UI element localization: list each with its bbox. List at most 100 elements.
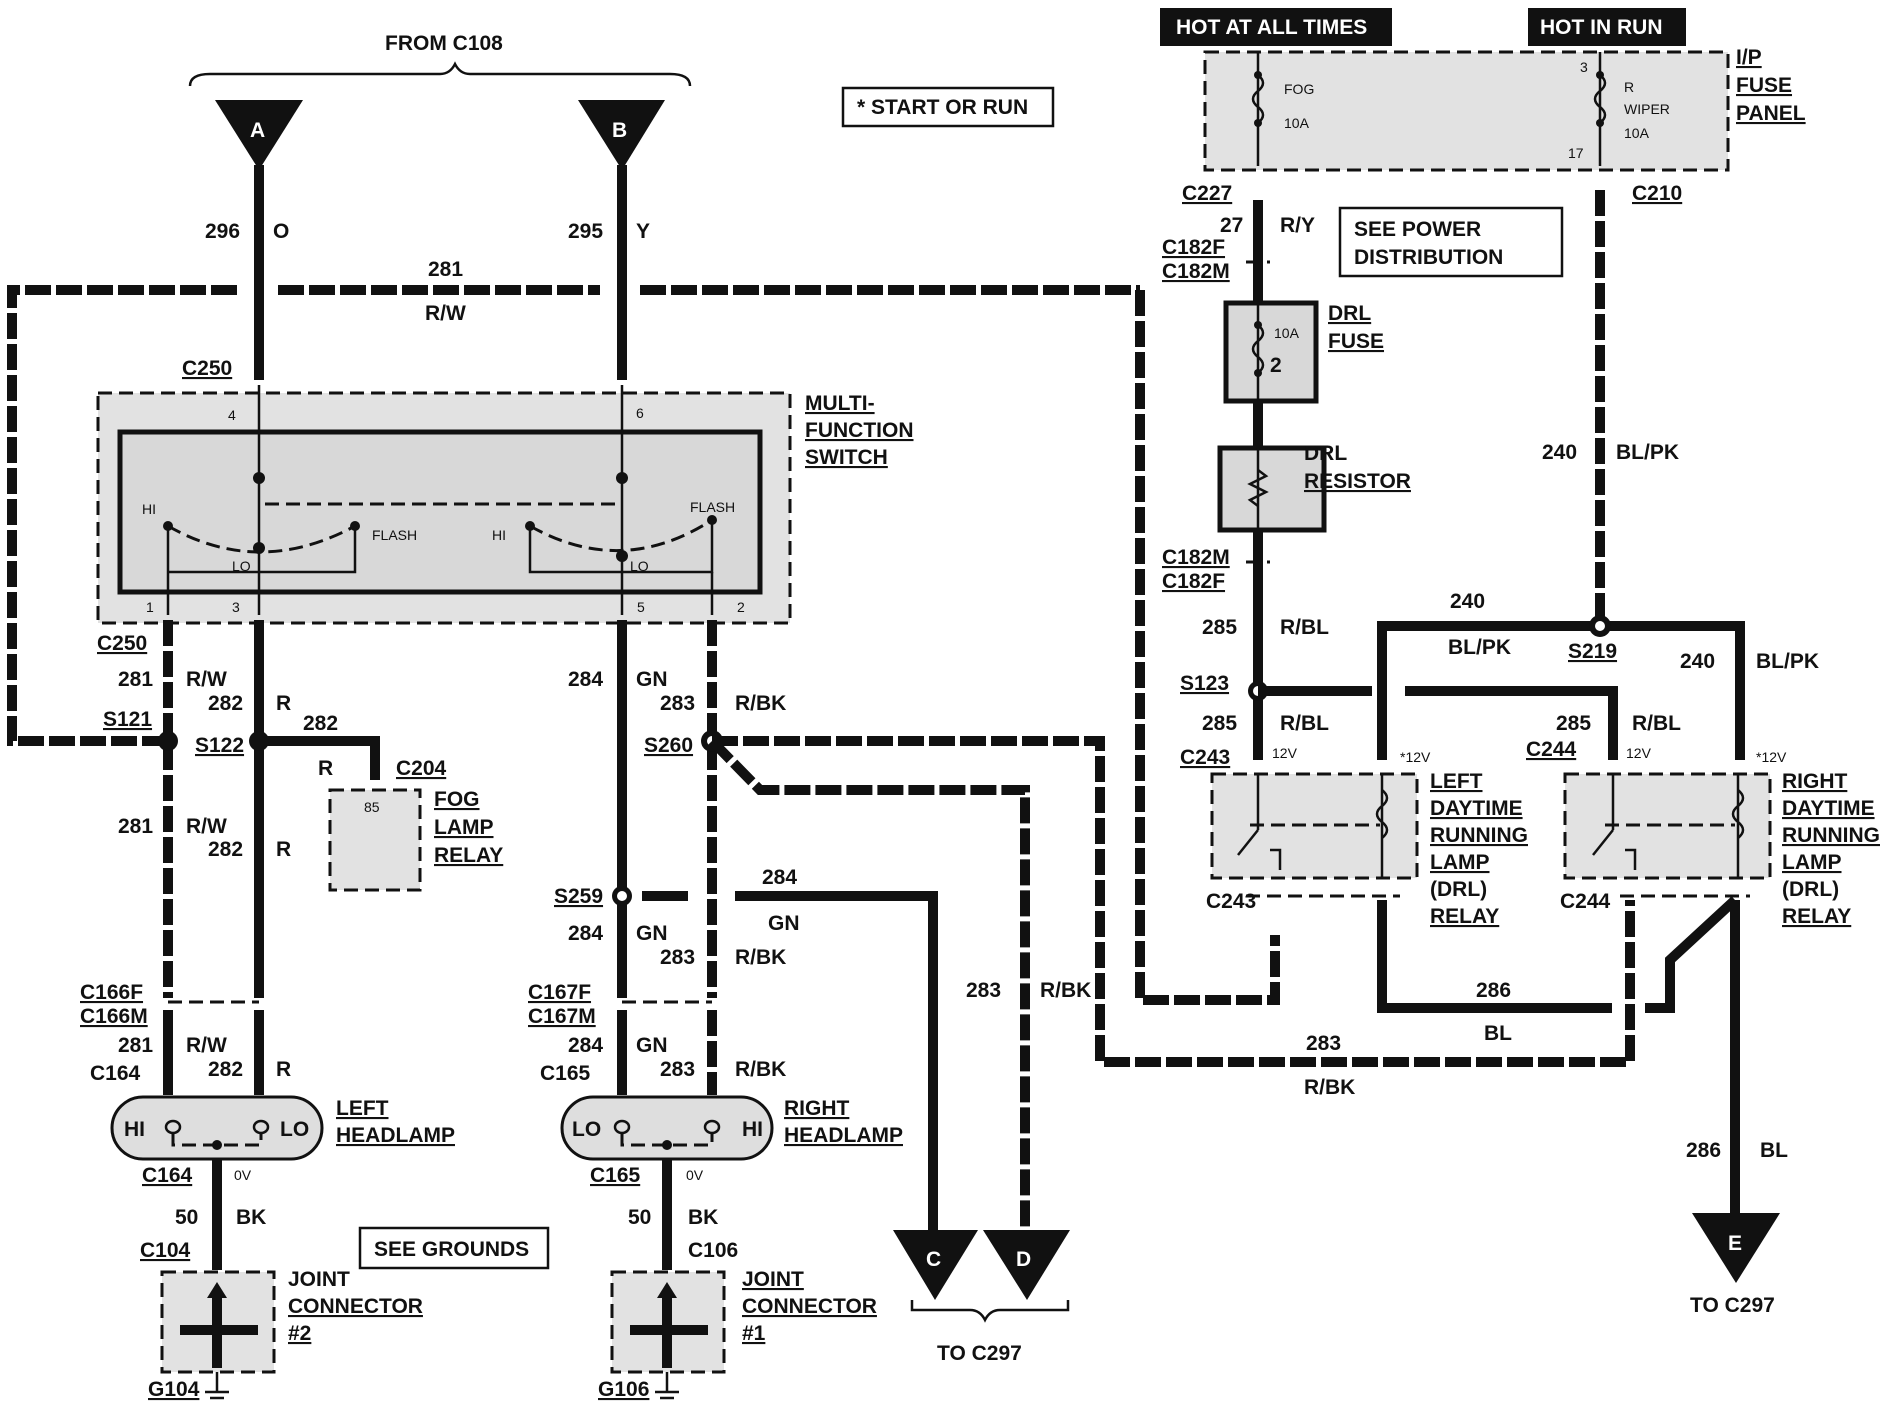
switch-label-3: SWITCH <box>805 446 888 469</box>
svg-text:CONNECTOR: CONNECTOR <box>288 1295 423 1318</box>
svg-text:D: D <box>1016 1248 1031 1271</box>
svg-text:SEE POWER: SEE POWER <box>1354 218 1481 241</box>
svg-text:JOINT: JOINT <box>742 1268 804 1291</box>
svg-text:C106: C106 <box>688 1239 738 1262</box>
svg-text:6: 6 <box>636 405 644 421</box>
connector-c: C <box>893 1230 978 1300</box>
svg-text:282: 282 <box>208 1058 243 1081</box>
svg-text:C244: C244 <box>1526 738 1577 761</box>
multifunction-switch: HI LO FLASH HI LO FLASH 4 6 1 3 5 2 <box>96 385 792 625</box>
svg-text:R/BL: R/BL <box>1632 712 1681 735</box>
svg-text:C104: C104 <box>140 1239 191 1262</box>
svg-text:C165: C165 <box>540 1062 591 1085</box>
svg-text:1: 1 <box>146 599 154 615</box>
svg-text:C167F: C167F <box>528 981 591 1004</box>
svg-text:FUSE: FUSE <box>1736 74 1792 97</box>
connector-e: E <box>1692 1213 1780 1283</box>
svg-text:GN: GN <box>636 1034 668 1057</box>
svg-text:E: E <box>1728 1232 1742 1255</box>
from-c108-bracket: FROM C108 <box>188 32 692 87</box>
svg-text:S260: S260 <box>644 734 693 757</box>
svg-text:RELAY: RELAY <box>1782 905 1851 928</box>
svg-text:GN: GN <box>636 922 668 945</box>
c250-bottom-label: C250 <box>97 632 147 655</box>
svg-text:(DRL): (DRL) <box>1430 878 1487 901</box>
svg-text:LO: LO <box>630 558 649 574</box>
svg-text:HEADLAMP: HEADLAMP <box>784 1124 903 1147</box>
joint-connector-2: JOINT CONNECTOR #2 <box>160 1268 423 1374</box>
svg-text:285: 285 <box>1202 616 1237 639</box>
svg-text:C210: C210 <box>1632 182 1682 205</box>
svg-text:Y: Y <box>636 220 650 243</box>
svg-text:FOG: FOG <box>1284 81 1314 97</box>
svg-text:C182F: C182F <box>1162 236 1225 259</box>
svg-text:R/BK: R/BK <box>1040 979 1091 1002</box>
svg-text:HOT AT ALL TIMES: HOT AT ALL TIMES <box>1176 16 1367 39</box>
svg-text:S219: S219 <box>1568 640 1617 663</box>
splice-s122 <box>249 731 269 751</box>
svg-text:G106: G106 <box>598 1378 649 1401</box>
svg-text:281: 281 <box>118 1034 153 1057</box>
svg-text:DAYTIME: DAYTIME <box>1782 797 1875 820</box>
svg-text:DRL: DRL <box>1328 302 1371 325</box>
svg-text:10A: 10A <box>1274 325 1300 341</box>
svg-text:O: O <box>273 220 289 243</box>
svg-text:RIGHT: RIGHT <box>1782 770 1848 793</box>
svg-text:R/W: R/W <box>186 815 227 838</box>
svg-text:LO: LO <box>280 1118 309 1141</box>
drl-fuse: 10A 2 DRL FUSE <box>1223 300 1384 404</box>
svg-text:HI: HI <box>742 1118 763 1141</box>
svg-text:HOT IN RUN: HOT IN RUN <box>1540 16 1663 39</box>
svg-text:LAMP: LAMP <box>1430 851 1490 874</box>
svg-text:C167M: C167M <box>528 1005 596 1028</box>
svg-text:R: R <box>276 838 291 861</box>
svg-text:R/W: R/W <box>425 302 466 325</box>
svg-text:50: 50 <box>628 1206 651 1229</box>
svg-text:C166M: C166M <box>80 1005 148 1028</box>
svg-text:C227: C227 <box>1182 182 1232 205</box>
svg-text:LEFT: LEFT <box>1430 770 1483 793</box>
svg-text:C182M: C182M <box>1162 546 1230 569</box>
svg-text:SEE GROUNDS: SEE GROUNDS <box>374 1238 529 1261</box>
connector-a-label: A <box>250 119 265 142</box>
left-drl-relay <box>1210 772 1419 880</box>
svg-text:C182M: C182M <box>1162 260 1230 283</box>
svg-text:BK: BK <box>688 1206 718 1229</box>
svg-text:FOG: FOG <box>434 788 480 811</box>
svg-text:296: 296 <box>205 220 240 243</box>
svg-text:2: 2 <box>1270 354 1282 377</box>
svg-text:LAMP: LAMP <box>434 816 494 839</box>
svg-text:I/P: I/P <box>1736 46 1762 69</box>
svg-text:#2: #2 <box>288 1322 311 1345</box>
svg-text:RELAY: RELAY <box>434 844 503 867</box>
svg-text:C164: C164 <box>142 1164 193 1187</box>
svg-text:R: R <box>276 692 291 715</box>
svg-text:RELAY: RELAY <box>1430 905 1499 928</box>
to-c297-cd: TO C297 <box>937 1342 1022 1365</box>
wire-281-loop <box>7 285 1280 1005</box>
svg-text:240: 240 <box>1542 441 1577 464</box>
svg-text:C164: C164 <box>90 1062 141 1085</box>
svg-text:0V: 0V <box>686 1167 704 1183</box>
svg-text:R/BL: R/BL <box>1280 712 1329 735</box>
svg-text:JOINT: JOINT <box>288 1268 350 1291</box>
from-c108-label: FROM C108 <box>385 32 503 55</box>
right-headlamp: LO HI RIGHT HEADLAMP <box>560 1095 903 1161</box>
svg-text:BL: BL <box>1484 1022 1512 1045</box>
svg-text:LO: LO <box>232 558 251 574</box>
svg-text:10A: 10A <box>1284 115 1310 131</box>
svg-text:295: 295 <box>568 220 603 243</box>
svg-text:27: 27 <box>1220 214 1243 237</box>
svg-text:281: 281 <box>118 668 153 691</box>
svg-text:12V: 12V <box>1626 745 1652 761</box>
svg-text:282: 282 <box>208 692 243 715</box>
svg-text:DISTRIBUTION: DISTRIBUTION <box>1354 246 1503 269</box>
svg-text:*12V: *12V <box>1756 749 1787 765</box>
svg-text:C: C <box>926 1248 941 1271</box>
svg-text:R/BK: R/BK <box>735 692 786 715</box>
svg-text:C204: C204 <box>396 757 447 780</box>
svg-text:0V: 0V <box>234 1167 252 1183</box>
svg-text:HI: HI <box>142 501 156 517</box>
svg-text:284: 284 <box>568 668 603 691</box>
